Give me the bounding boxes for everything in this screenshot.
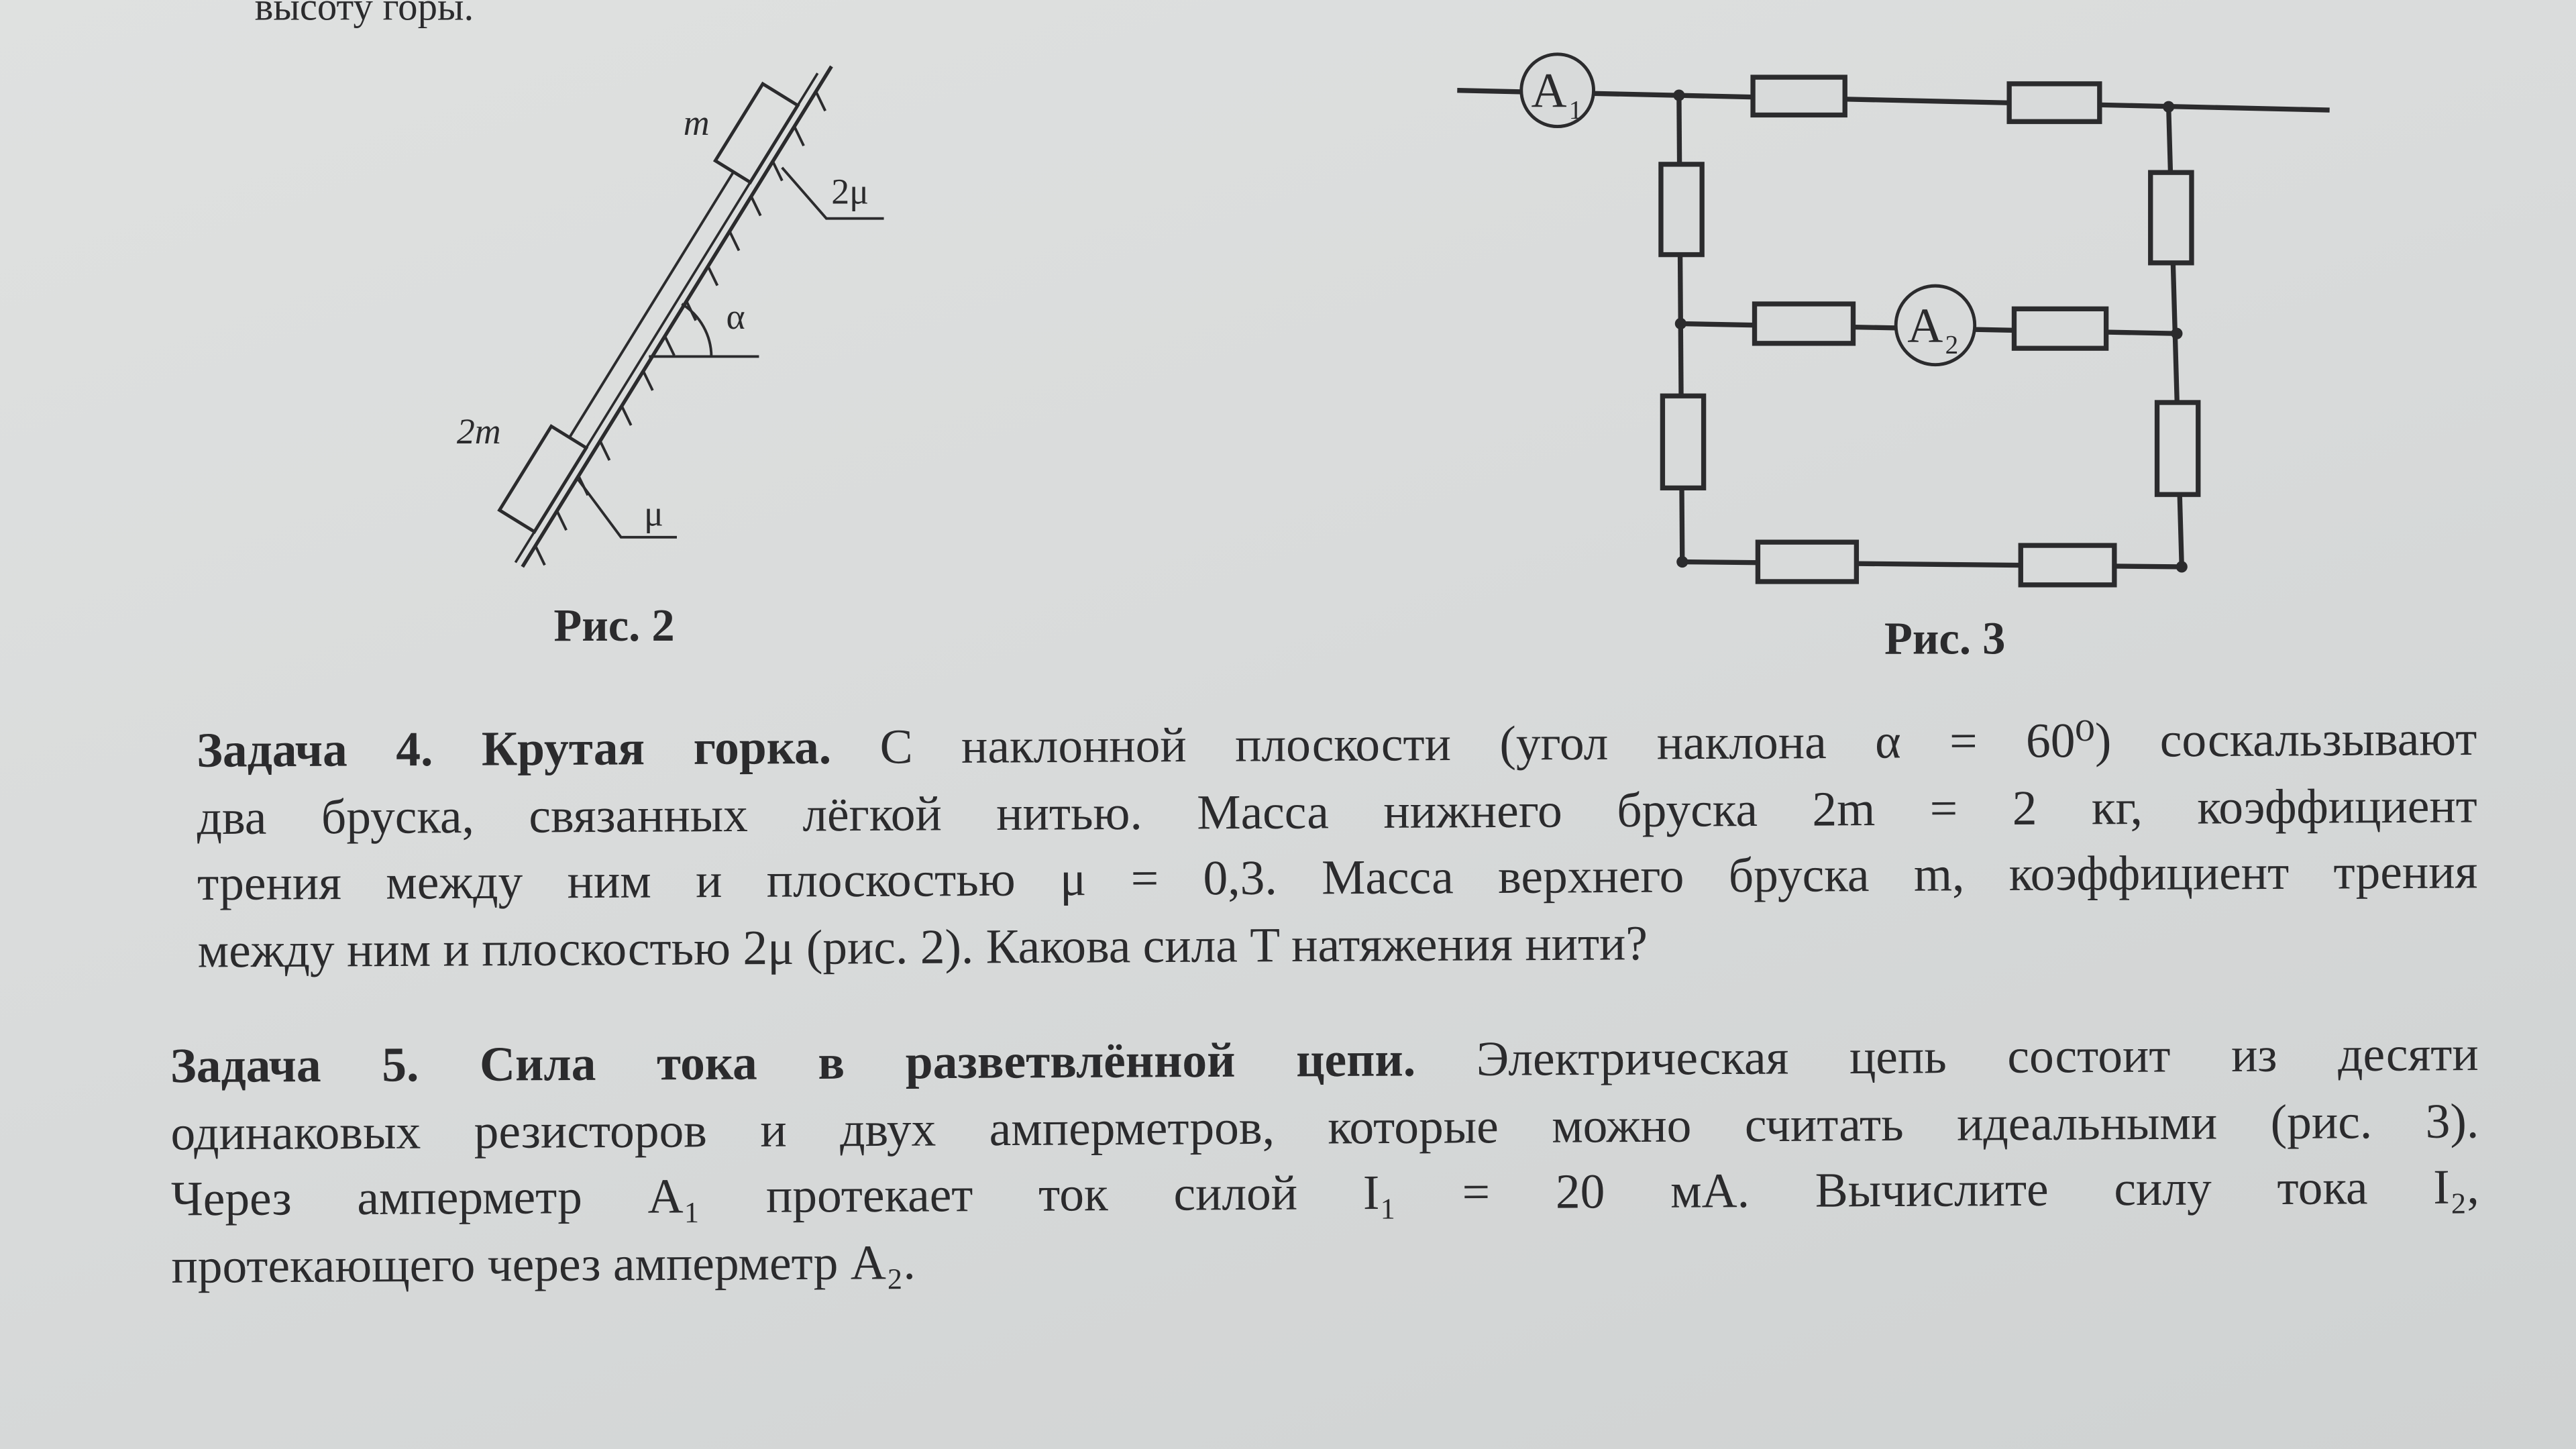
label-alpha: α xyxy=(726,297,745,337)
resistor xyxy=(1752,301,1856,346)
task-4-text: С наклонной плоскости (угол наклона α = … xyxy=(879,712,2477,775)
friction-2mu-leader xyxy=(781,166,884,220)
lower-block-2m xyxy=(497,424,589,535)
task-5-number: Задача 5. xyxy=(170,1038,419,1094)
resistor xyxy=(2011,306,2109,351)
angle-arc xyxy=(681,303,713,357)
task-5-line: протекающего через амперметр A₂. xyxy=(171,1235,916,1293)
task-4-line: между ним и плоскостью 2μ (рис. 2). Како… xyxy=(197,916,1648,978)
resistor xyxy=(2018,543,2117,588)
task-4-line: Задача 4. Крутая горка. С наклонной плос… xyxy=(197,707,2477,786)
task-4-title: Крутая горка. xyxy=(481,720,832,777)
task-4-line: трения между ним и плоскостью μ = 0,3. М… xyxy=(197,845,2478,912)
previous-task-tail: высоту горы. xyxy=(254,0,474,30)
task-4-line: два бруска, связанных лёгкой нитью. Масс… xyxy=(197,778,2478,845)
task-5-line: Через амперметр A₁ протекает ток силой I… xyxy=(170,1160,2479,1227)
resistor xyxy=(1658,162,1705,258)
figure-3-caption: Рис. 3 xyxy=(1884,614,2006,665)
label-m: m xyxy=(684,103,710,143)
task-5-text: Электрическая цепь состоит из десяти xyxy=(1476,1027,2479,1087)
figure-2-caption: Рис. 2 xyxy=(553,601,675,653)
resistor xyxy=(1755,539,1860,584)
task-4-number: Задача 4. xyxy=(196,722,433,778)
label-2m: 2m xyxy=(457,411,501,451)
label-mu: μ xyxy=(644,494,663,534)
thread xyxy=(568,171,735,439)
top-wire xyxy=(1457,88,2330,113)
task-4: Задача 4. Крутая горка. С наклонной плос… xyxy=(197,707,2478,985)
a2-subscript: 2 xyxy=(1945,331,1959,360)
resistor xyxy=(2154,400,2201,497)
resistor xyxy=(1660,393,1707,491)
junction-dots xyxy=(1673,89,2188,573)
ammeter-a1 xyxy=(1519,52,1595,129)
task-5-title: Сила тока в разветвлённой цепи. xyxy=(479,1032,1416,1092)
label-2mu: 2μ xyxy=(831,172,869,212)
a2-letter: A xyxy=(1907,298,1943,352)
a1-letter: A xyxy=(1531,63,1566,117)
resistor xyxy=(1750,74,1847,118)
resistor xyxy=(2148,170,2194,266)
friction-mu-leader xyxy=(577,478,677,539)
resistor xyxy=(2006,81,2102,124)
a1-subscript: 1 xyxy=(1569,95,1582,124)
task-5-line: одинаковых резисторов и двух амперметров… xyxy=(170,1093,2479,1161)
task-5: Задача 5. Сила тока в разветвлённой цепи… xyxy=(170,1022,2480,1301)
ammeter-a2 xyxy=(1894,284,1977,367)
incline-plane-line xyxy=(521,65,833,568)
task-5-line: Задача 5. Сила тока в разветвлённой цепи… xyxy=(170,1022,2479,1101)
